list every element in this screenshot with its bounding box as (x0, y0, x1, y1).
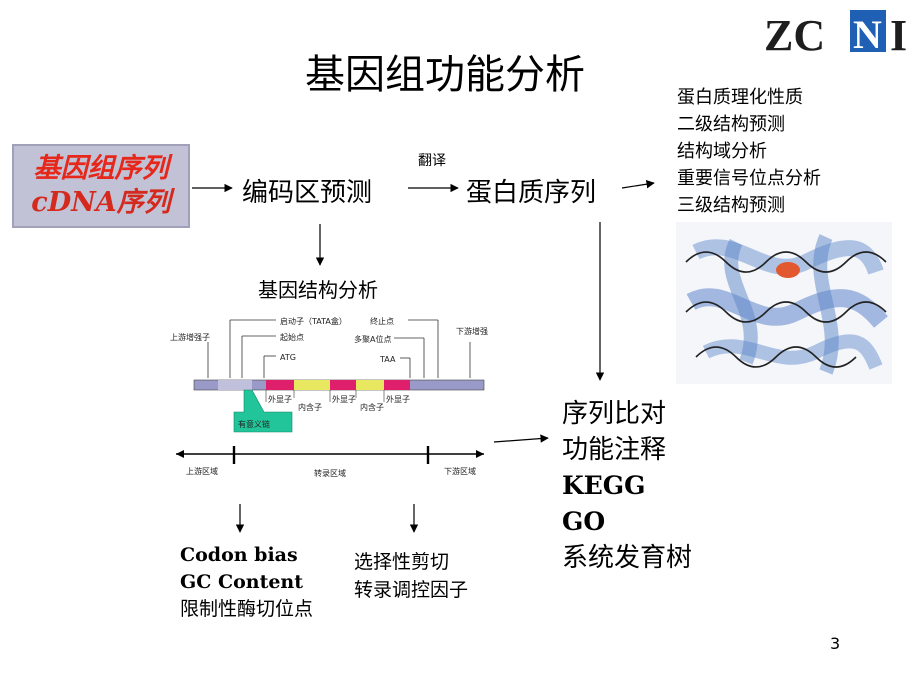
logo-text-i: I (890, 11, 907, 60)
sequence-result-item: GO (562, 507, 606, 536)
protein-analysis-item: 二级结构预测 (677, 114, 785, 135)
taa-label: TAA (379, 355, 396, 364)
cdna-sequence-label: cDNA序列 (31, 187, 171, 218)
sequence-result-item: 序列比对 (562, 399, 667, 429)
protein-analysis-item: 重要信号位点分析 (677, 168, 821, 189)
translation-label: 翻译 (418, 153, 446, 169)
arrow-protein-to-analysis (621, 180, 655, 189)
upstream-region-label: 上游区域 (186, 466, 218, 476)
genome-sequence-label: 基因组序列 (33, 153, 169, 184)
sense-strand-callout (233, 389, 293, 433)
sequence-result-list: 序列比对 功能注释 KEGG GO 系统发育树 (562, 396, 692, 576)
start-point-label: 起始点 (280, 332, 304, 342)
coding-region-prediction: 编码区预测 (242, 178, 373, 208)
logo-text-zc: ZC (764, 11, 825, 60)
atg-label: ATG (280, 353, 296, 362)
arrow-gene-to-results (493, 434, 549, 443)
intron-label: 内含子 (360, 402, 384, 412)
gene-structure-analysis: 基因结构分析 (258, 278, 378, 302)
exon-label: 外显子 (386, 394, 410, 404)
exon-1 (266, 380, 294, 390)
polya-label: 多聚A位点 (354, 334, 391, 344)
exon-label: 外显子 (332, 394, 356, 404)
transcription-region-label: 转录区域 (314, 468, 346, 478)
protein-analysis-item: 蛋白质理化性质 (677, 87, 803, 108)
protein-analysis-list: 蛋白质理化性质 二级结构预测 结构域分析 重要信号位点分析 三级结构预测 (677, 84, 821, 219)
page-title: 基因组功能分析 (305, 52, 585, 98)
stop-point-label: 终止点 (370, 316, 394, 326)
sequence-result-item: 功能注释 (562, 435, 667, 465)
input-sequence-box: 基因组序列 cDNA序列 (12, 144, 190, 228)
protein-analysis-item: 结构域分析 (677, 141, 767, 162)
promoter-label: 启动子（TATA盒） (280, 316, 347, 326)
gene-result-item: 转录调控因子 (354, 579, 469, 601)
zcni-logo: ZC N I (752, 0, 920, 62)
protein-analysis-item: 三级结构预测 (677, 195, 785, 216)
intron-2 (356, 380, 384, 390)
gene-result-item: 选择性剪切 (354, 551, 450, 573)
sequence-result-item: 系统发育树 (562, 543, 693, 573)
upstream-enhancer-label: 上游增强子 (170, 332, 210, 342)
gene-result-item: GC Content (180, 571, 304, 593)
intron-label: 内含子 (298, 402, 322, 412)
exon-2 (330, 380, 356, 390)
gene-result-list-mid: 选择性剪切 转录调控因子 (354, 548, 468, 604)
gene-structure-diagram: 上游增强子 启动子（TATA盒） 起始点 ATG 终止点 多聚A位点 TAA 下… (168, 312, 488, 492)
downstream-region-label: 下游区域 (444, 466, 476, 476)
gene-result-list-left: Codon bias GC Content 限制性酶切位点 (180, 542, 313, 623)
protein-structure-image (676, 222, 892, 384)
gene-result-item: Codon bias (180, 544, 298, 566)
downstream-enhancer-label: 下游增强子 (456, 326, 488, 336)
page-number: 3 (830, 634, 841, 653)
logo-text-n: N (853, 12, 882, 57)
exon-3 (384, 380, 410, 390)
sense-strand-label: 有意义链 (238, 419, 270, 429)
logo-n-box (850, 10, 886, 52)
exon-label: 外显子 (268, 394, 292, 404)
intron-1 (294, 380, 330, 390)
sequence-result-item: KEGG (562, 471, 646, 500)
protein-sequence: 蛋白质序列 (466, 178, 597, 208)
active-site-marker (776, 262, 800, 278)
gene-result-item: 限制性酶切位点 (180, 598, 314, 620)
